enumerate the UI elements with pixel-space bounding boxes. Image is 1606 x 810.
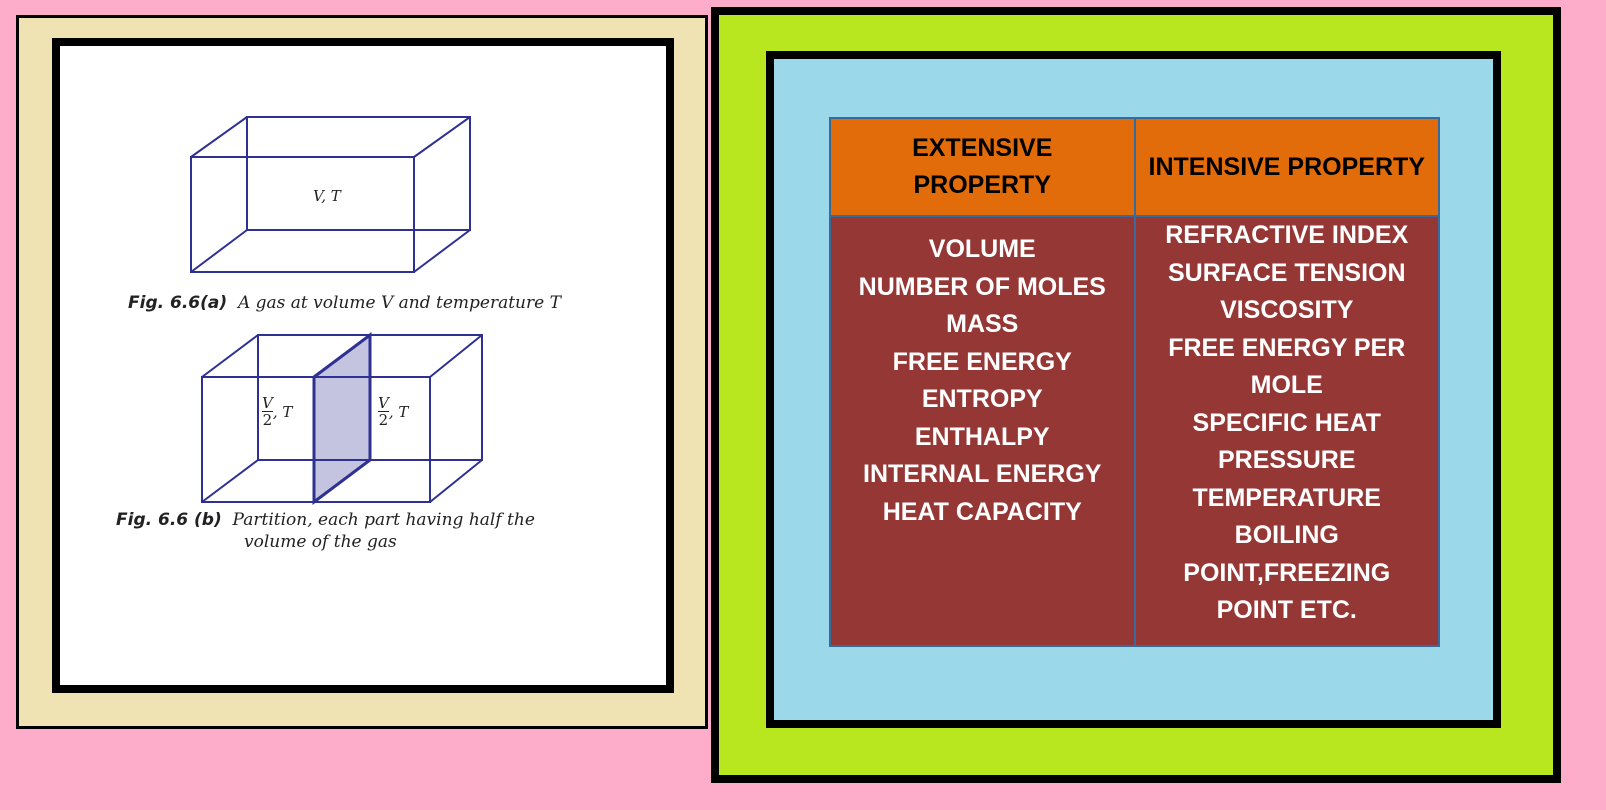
figure-b-caption: Fig. 6.6 (b) Partition, each part having… — [116, 509, 535, 553]
label-suffix: , T — [388, 402, 409, 421]
intensive-list: REFRACTIVE INDEX SURFACE TENSION VISCOSITY… — [1133, 215, 1440, 647]
table-header-row: EXTENSIVE PROPERTY INTENSIVE PROPERTY — [829, 117, 1440, 217]
figure-a-caption-number: Fig. 6.6(a) — [128, 293, 228, 313]
fraction-denominator: 2 — [378, 411, 389, 429]
intensive-property-item: FREE ENERGY PER MOLE — [1168, 333, 1406, 400]
figure-b-caption-line2: volume of the gas — [244, 532, 397, 552]
header-intensive: INTENSIVE PROPERTY — [1133, 117, 1440, 217]
intensive-property-item: SPECIFIC HEAT — [1192, 408, 1381, 437]
extensive-property-item: INTERNAL ENERGY — [863, 460, 1102, 488]
fraction-denominator: 2 — [262, 411, 273, 429]
properties-table: EXTENSIVE PROPERTY INTENSIVE PROPERTY VO… — [829, 117, 1440, 647]
fraction-numerator: V — [262, 394, 273, 412]
intensive-property-item: VISCOSITY — [1220, 296, 1354, 324]
figure-b-caption-line1: Partition, each part having half the — [232, 510, 535, 530]
gas-box-diagrams — [190, 116, 483, 505]
intensive-property-item: TEMPERATURE — [1192, 483, 1381, 512]
extensive-property-item: ENTROPY — [921, 385, 1043, 413]
extensive-list: VOLUME NUMBER OF MOLES MASS FREE ENERGY ENTR… — [829, 215, 1136, 647]
extensive-property-item: ENTHALPY — [914, 422, 1050, 451]
fraction-numerator: V — [378, 394, 389, 412]
intensive-property-item: PRESSURE — [1217, 446, 1356, 474]
extensive-property-item: VOLUME — [928, 235, 1036, 263]
table-row: VOLUME NUMBER OF MOLES MASS FREE ENERGY ENTR… — [829, 215, 1440, 647]
intensive-property-item: REFRACTIVE INDEX — [1165, 221, 1409, 249]
extensive-property-item: NUMBER OF MOLES — [858, 272, 1106, 301]
intensive-property-item: BOILING POINT,FREEZING POINT ETC. — [1183, 521, 1391, 624]
figure-b-caption-number: Fig. 6.6 (b) — [116, 510, 222, 530]
extensive-property-item: FREE ENERGY — [892, 347, 1072, 376]
figure-a-caption: Fig. 6.6(a) A gas at volume V and temper… — [128, 293, 561, 313]
extensive-property-item: MASS — [946, 310, 1019, 338]
box-a — [190, 116, 471, 273]
label-suffix: , T — [272, 402, 293, 421]
header-extensive: EXTENSIVE PROPERTY — [829, 117, 1136, 217]
box-b — [201, 332, 483, 505]
figure-a-label: V, T — [313, 187, 341, 205]
extensive-property-item: HEAT CAPACITY — [882, 497, 1082, 526]
figure-a-caption-text: A gas at volume V and temperature T — [237, 293, 561, 313]
intensive-property-item: SURFACE TENSION — [1167, 258, 1406, 287]
